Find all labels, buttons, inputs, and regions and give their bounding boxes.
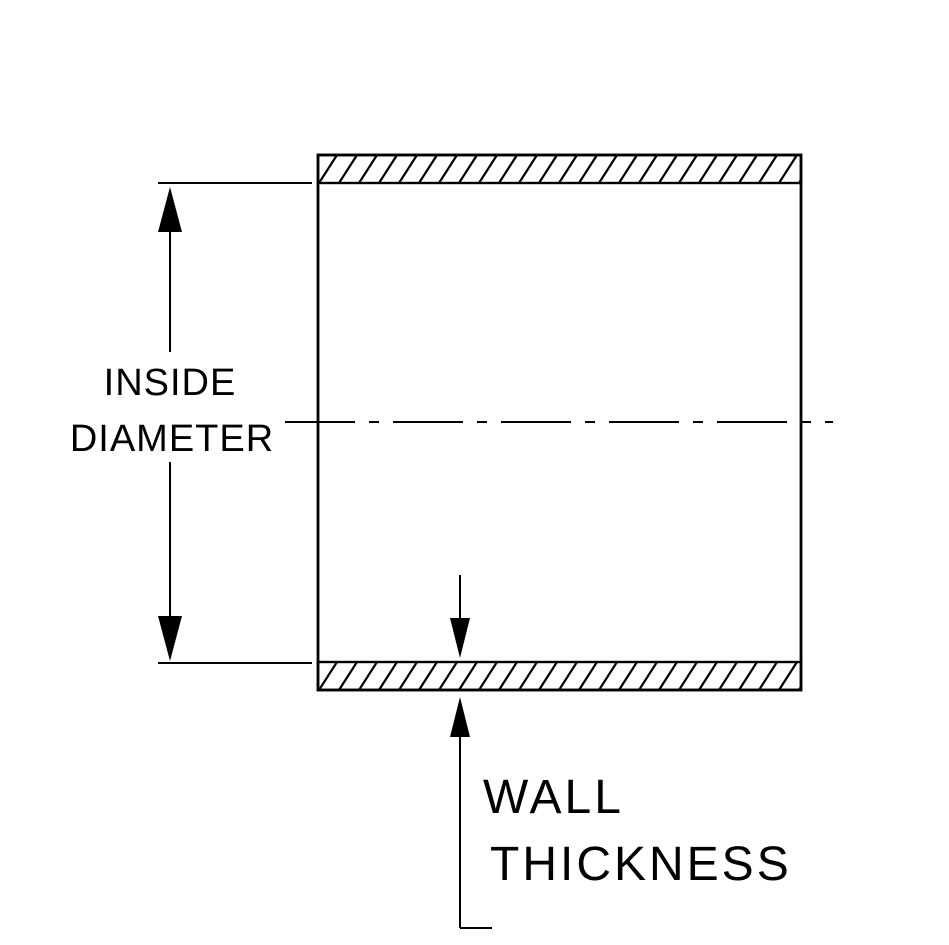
wall-thickness-arrow-up (450, 697, 470, 737)
inside-diameter-label-line1: INSIDE (104, 362, 237, 404)
wall-thickness-label-line2: THICKNESS (490, 838, 792, 891)
inside-diameter-arrow-down (158, 616, 182, 661)
inside-diameter-label-line2: DIAMETER (70, 418, 274, 460)
top-wall-hatch (316, 153, 803, 185)
inside-diameter-arrow-up (158, 187, 182, 232)
wall-thickness-arrow-down (450, 618, 470, 658)
wall-thickness-label-line1: WALL (483, 771, 624, 824)
bottom-wall-hatch (316, 660, 803, 692)
